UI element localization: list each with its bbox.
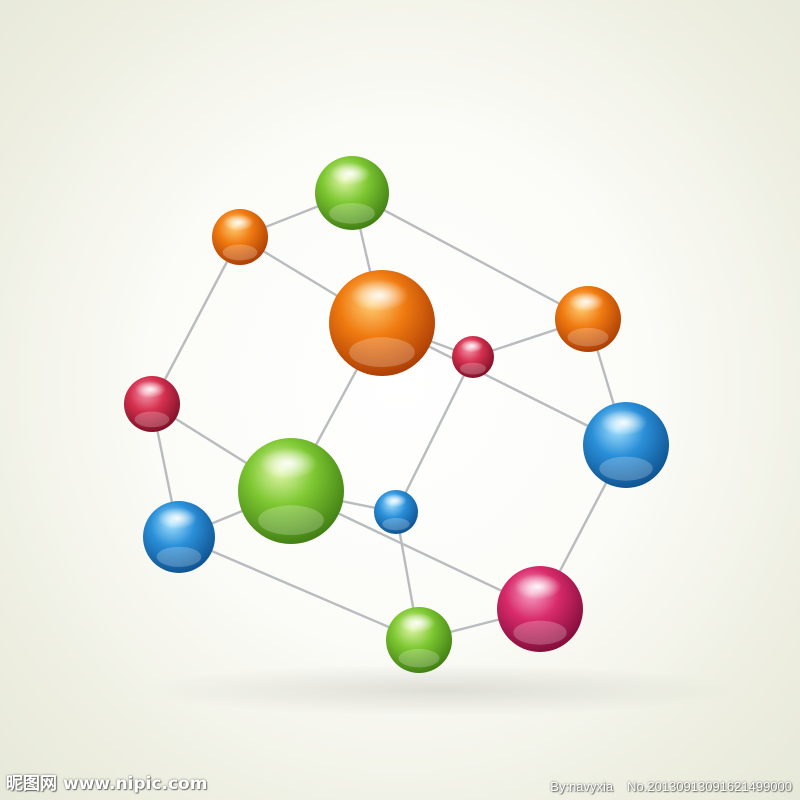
atom-orange-center bbox=[329, 270, 435, 376]
atom-green-large bbox=[238, 438, 344, 544]
atom-reflection bbox=[134, 411, 170, 428]
atom-reflection bbox=[567, 327, 609, 347]
atom-reflection bbox=[349, 337, 415, 367]
atom-orange-top-left bbox=[212, 209, 268, 265]
atom-reflection bbox=[513, 620, 567, 645]
atoms-layer bbox=[124, 156, 669, 673]
atom-highlight bbox=[329, 162, 371, 185]
ground-shadow bbox=[140, 664, 740, 716]
atom-reflection bbox=[398, 648, 440, 668]
atom-blue-left bbox=[143, 501, 215, 573]
atom-highlight bbox=[399, 612, 436, 633]
atom-highlight bbox=[600, 409, 648, 436]
atom-green-top bbox=[315, 156, 389, 230]
atom-orange-right bbox=[555, 286, 621, 352]
atom-red-left bbox=[124, 376, 180, 432]
watermark-site: 昵图网 www.nipic.com bbox=[6, 769, 207, 794]
atom-reflection bbox=[459, 362, 487, 375]
watermark-author: By:navyxia bbox=[550, 779, 614, 794]
atom-highlight bbox=[568, 291, 605, 312]
atom-highlight bbox=[460, 339, 484, 353]
atom-reflection bbox=[258, 505, 324, 535]
bond-red-small-center-blue-small-center bbox=[394, 355, 475, 514]
atom-highlight bbox=[157, 507, 197, 530]
bond-green-top-orange-right bbox=[350, 191, 590, 321]
atom-blue-right bbox=[583, 402, 669, 488]
watermark-credit: By:navyxia No.20130913091621499000 bbox=[550, 779, 792, 794]
atom-magenta-bottom-right bbox=[497, 566, 583, 652]
atom-red-small-center bbox=[452, 336, 494, 378]
atom-reflection bbox=[599, 456, 653, 481]
atom-highlight bbox=[223, 214, 255, 231]
watermark-site-name: 昵图网 bbox=[6, 774, 57, 794]
watermark-site-url: www.nipic.com bbox=[63, 774, 208, 794]
atom-reflection bbox=[156, 546, 202, 567]
atom-highlight bbox=[135, 381, 167, 398]
atom-highlight bbox=[259, 447, 318, 480]
watermark-image-number: No.20130913091621499000 bbox=[627, 779, 792, 794]
atom-highlight bbox=[350, 279, 409, 312]
atom-reflection bbox=[222, 244, 258, 261]
atom-blue-small-center bbox=[374, 490, 418, 534]
atom-green-bottom bbox=[386, 607, 452, 673]
atom-reflection bbox=[329, 202, 375, 224]
bond-orange-top-left-red-left bbox=[150, 235, 242, 406]
bond-blue-left-green-bottom bbox=[177, 535, 421, 642]
atom-highlight bbox=[514, 573, 562, 600]
atom-reflection bbox=[382, 517, 410, 531]
atom-highlight bbox=[382, 493, 407, 508]
